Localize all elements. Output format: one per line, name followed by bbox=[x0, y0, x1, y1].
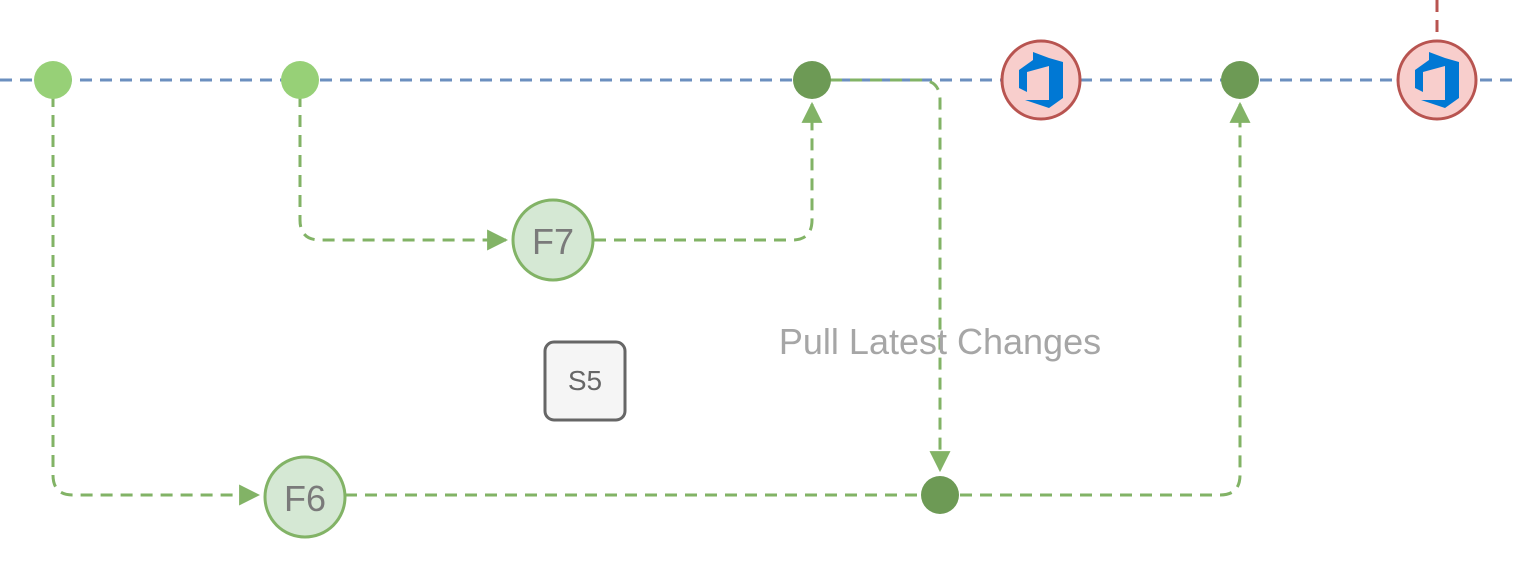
merge-commit-node-bottom bbox=[921, 476, 959, 514]
step-box-s5: S5 bbox=[543, 340, 627, 422]
commit-node-1 bbox=[34, 61, 72, 99]
branch-path-to-f6 bbox=[51, 95, 261, 506]
branch-path-merge-up bbox=[960, 101, 1251, 497]
merge-commit-node-2 bbox=[1221, 61, 1259, 99]
pull-latest-annotation: Pull Latest Changes bbox=[779, 321, 1101, 362]
azure-devops-icon bbox=[1415, 52, 1459, 108]
merge-commit-node-1 bbox=[793, 61, 831, 99]
feature-label-f6: F6 bbox=[284, 478, 326, 519]
pull-latest-path bbox=[830, 78, 951, 473]
branch-path-f7-merge bbox=[594, 101, 823, 242]
azure-devops-icon bbox=[1019, 52, 1063, 108]
release-node-1 bbox=[1000, 39, 1082, 121]
step-label-s5: S5 bbox=[568, 365, 602, 396]
feature-node-f7: F7 bbox=[511, 198, 595, 282]
branch-path-to-f7 bbox=[298, 95, 509, 251]
commit-node-2 bbox=[281, 61, 319, 99]
feature-node-f6: F6 bbox=[263, 455, 347, 539]
feature-label-f7: F7 bbox=[532, 221, 574, 262]
release-node-2 bbox=[1396, 39, 1478, 121]
